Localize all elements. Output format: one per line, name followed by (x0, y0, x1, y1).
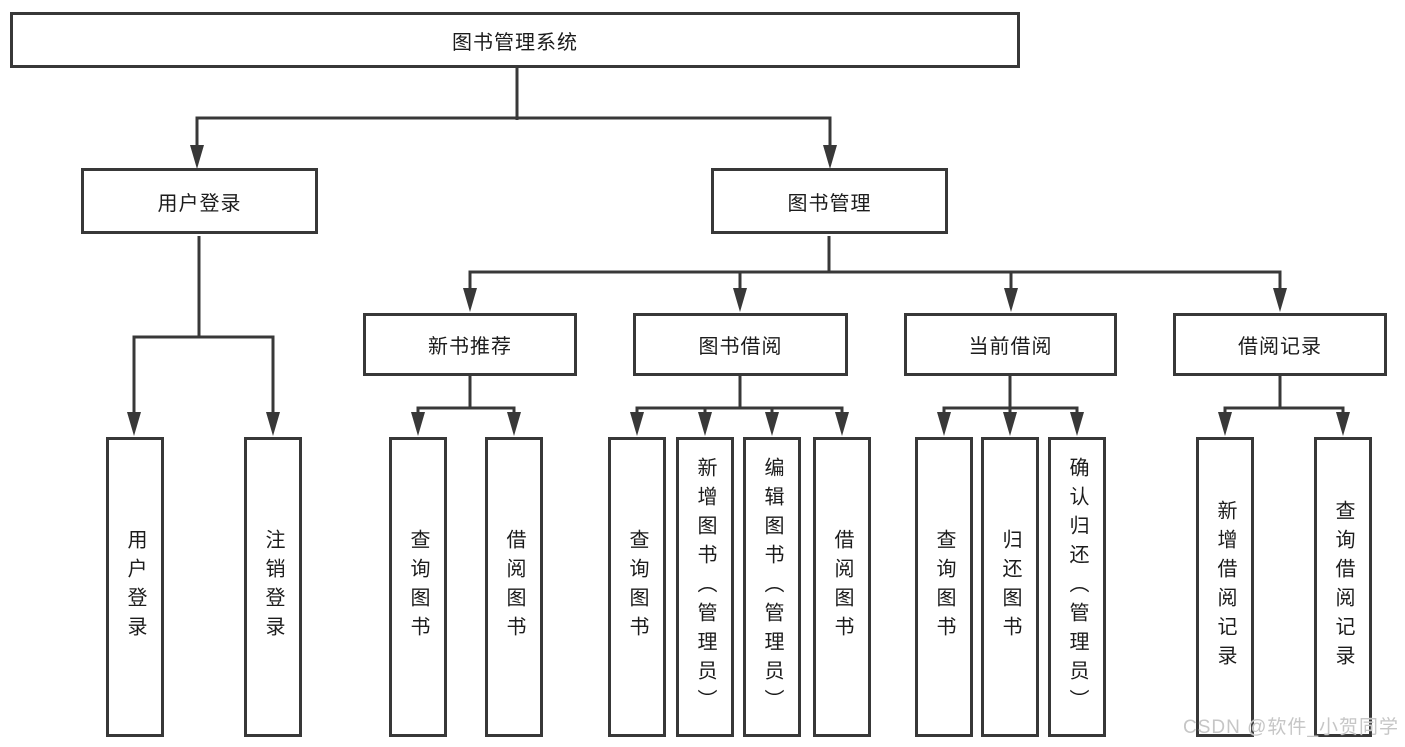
leaf-add-book-admin: 新增图书（管理员） (676, 437, 734, 737)
leaf-query-books-recommend: 查询图书 (389, 437, 447, 737)
leaf-query-books-current-label: 查询图书 (933, 529, 955, 645)
node-borrow-records: 借阅记录 (1173, 313, 1387, 376)
leaf-return-book-label: 归还图书 (999, 529, 1021, 645)
node-book-management-label: 图书管理 (787, 192, 872, 215)
leaf-logout: 注销登录 (244, 437, 302, 737)
leaf-borrow-books-recommend: 借阅图书 (485, 437, 543, 737)
node-book-borrow-label: 图书借阅 (698, 336, 783, 358)
leaf-user-login-label: 用户登录 (124, 529, 146, 645)
leaf-borrow-books-recommend-label: 借阅图书 (503, 529, 525, 645)
leaf-add-borrow-record-label: 新增借阅记录 (1214, 500, 1236, 674)
leaf-borrow-books-borrow: 借阅图书 (813, 437, 871, 737)
node-root: 图书管理系统 (10, 12, 1020, 68)
leaf-confirm-return-admin-label: 确认归还（管理员） (1066, 456, 1088, 718)
node-new-book-recommend: 新书推荐 (363, 313, 577, 376)
leaf-add-borrow-record: 新增借阅记录 (1196, 437, 1254, 737)
node-current-borrow: 当前借阅 (904, 313, 1117, 376)
leaf-confirm-return-admin: 确认归还（管理员） (1048, 437, 1106, 737)
leaf-edit-book-admin: 编辑图书（管理员） (743, 437, 801, 737)
leaf-logout-label: 注销登录 (262, 529, 284, 645)
node-book-borrow: 图书借阅 (633, 313, 848, 376)
node-user-login-branch: 用户登录 (81, 168, 318, 234)
node-new-book-recommend-label: 新书推荐 (428, 336, 512, 358)
leaf-return-book: 归还图书 (981, 437, 1039, 737)
node-book-management: 图书管理 (711, 168, 948, 234)
node-user-login-branch-label: 用户登录 (157, 192, 242, 215)
leaf-query-books-current: 查询图书 (915, 437, 973, 737)
leaf-edit-book-admin-label: 编辑图书（管理员） (761, 456, 783, 718)
node-current-borrow-label: 当前借阅 (968, 336, 1053, 358)
leaf-query-books-borrow-label: 查询图书 (626, 529, 648, 645)
node-borrow-records-label: 借阅记录 (1238, 336, 1322, 358)
leaf-query-borrow-record-label: 查询借阅记录 (1332, 500, 1354, 674)
arrowhead-icons (127, 145, 1350, 436)
leaf-query-borrow-record: 查询借阅记录 (1314, 437, 1372, 737)
leaf-query-books-recommend-label: 查询图书 (407, 529, 429, 645)
leaf-query-books-borrow: 查询图书 (608, 437, 666, 737)
leaf-user-login: 用户登录 (106, 437, 164, 737)
leaf-borrow-books-borrow-label: 借阅图书 (831, 529, 853, 645)
leaf-add-book-admin-label: 新增图书（管理员） (694, 456, 716, 718)
watermark: CSDN @软件_小贺同学 (1183, 717, 1399, 738)
node-root-label: 图书管理系统 (452, 31, 578, 54)
